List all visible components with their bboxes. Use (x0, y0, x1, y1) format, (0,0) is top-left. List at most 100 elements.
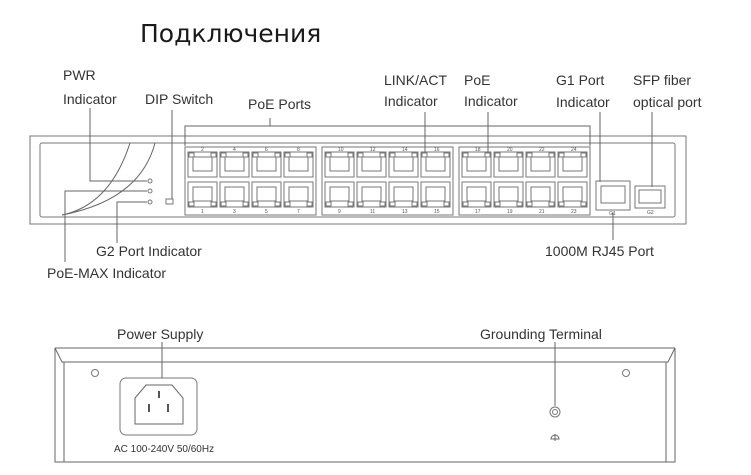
port-led-icon (548, 152, 555, 158)
dip-switch-label: DIP Switch (145, 91, 213, 107)
port-socket (192, 156, 213, 172)
port-led-icon (462, 201, 469, 207)
port-led-icon (516, 152, 523, 158)
port-led-icon (462, 152, 469, 158)
port-led-icon (421, 152, 428, 158)
port-led-icon (357, 201, 364, 207)
power-socket-frame (119, 377, 198, 436)
port-socket (256, 186, 277, 202)
port-led-icon (274, 201, 281, 207)
port-led-icon (347, 152, 354, 158)
poe-max-led-icon (147, 188, 153, 194)
decor-curve (61, 142, 131, 216)
g1-port-label: G1 (609, 211, 616, 217)
port-number: 6 (265, 147, 268, 153)
port-number: 16 (434, 147, 440, 153)
port-socket (288, 156, 309, 172)
g2-led-icon (147, 199, 153, 205)
port-led-icon (188, 152, 195, 158)
port-number: 20 (507, 147, 513, 153)
poe-indicator-label: Indicator (464, 93, 518, 109)
front-panel: 214365871091211141316151817201922212423 … (29, 135, 687, 225)
port-socket (530, 186, 551, 202)
port-socket (329, 156, 350, 172)
port-led-icon (558, 152, 565, 158)
socket-pin (158, 391, 160, 398)
port-socket (224, 186, 245, 202)
port-number: 19 (507, 209, 513, 215)
socket-pin (148, 404, 150, 412)
dip-switch-icon (165, 198, 174, 205)
port-number: 15 (434, 209, 440, 215)
power-socket-icon (134, 384, 184, 425)
pwr-led-icon (147, 178, 153, 184)
power-supply-label: Power Supply (117, 326, 203, 342)
port-led-icon (516, 201, 523, 207)
port-number: 10 (338, 147, 344, 153)
sfp-port-socket (638, 189, 662, 204)
port-number: 18 (475, 147, 481, 153)
port-socket (393, 186, 414, 202)
port-led-icon (325, 201, 332, 207)
port-led-icon (210, 152, 217, 158)
g2-leader-line (116, 201, 147, 243)
port-led-icon (284, 152, 291, 158)
screw-icon (622, 369, 630, 377)
port-socket (498, 186, 519, 202)
port-led-icon (494, 201, 501, 207)
g2-port-label: G2 (647, 210, 654, 216)
port-socket (329, 186, 350, 202)
port-led-icon (379, 201, 386, 207)
rj45-port-label: 1000M RJ45 Port (545, 243, 654, 259)
port-number: 17 (475, 209, 481, 215)
link-act-label: Indicator (384, 93, 438, 109)
port-led-icon (306, 201, 313, 207)
back-panel-outline (54, 347, 676, 463)
port-led-icon (580, 201, 587, 207)
port-number: 5 (265, 209, 268, 215)
port-led-icon (347, 201, 354, 207)
port-led-icon (389, 201, 396, 207)
poe-max-label: PoE-MAX Indicator (47, 265, 166, 281)
port-led-icon (252, 152, 259, 158)
port-socket (498, 156, 519, 172)
port-led-icon (580, 152, 587, 158)
grounding-screw (552, 409, 558, 415)
pwr-leader-line (89, 108, 147, 182)
ac-rating-label: AC 100-240V 50/60Hz (114, 444, 214, 455)
poe-ports-label: PoE Ports (248, 96, 311, 112)
back-panel-edge (63, 362, 667, 462)
poe-ports-bracket (184, 118, 591, 146)
port-led-icon (220, 201, 227, 207)
port-socket (192, 186, 213, 202)
port-number: 12 (370, 147, 376, 153)
port-led-icon (443, 201, 450, 207)
port-number: 22 (539, 147, 545, 153)
port-number: 23 (571, 209, 577, 215)
port-led-icon (220, 152, 227, 158)
port-led-icon (242, 201, 249, 207)
port-led-icon (526, 201, 533, 207)
port-led-icon (411, 152, 418, 158)
port-socket (562, 156, 583, 172)
ground-symbol-icon (550, 434, 560, 441)
port-led-icon (242, 152, 249, 158)
port-socket (361, 186, 382, 202)
port-led-icon (284, 201, 291, 207)
port-socket (361, 156, 382, 172)
port-number: 3 (233, 209, 236, 215)
port-number: 2 (201, 147, 204, 153)
decor-curve (61, 142, 156, 216)
port-led-icon (188, 201, 195, 207)
g1-port-socket (600, 185, 626, 204)
socket-pin (167, 404, 169, 412)
back-panel: AC 100-240V 50/60Hz (54, 347, 676, 463)
port-number: 21 (539, 209, 545, 215)
screw-icon (91, 369, 99, 377)
port-socket (425, 156, 446, 172)
port-socket (530, 156, 551, 172)
port-led-icon (421, 201, 428, 207)
poe-max-leader-line (64, 190, 147, 262)
